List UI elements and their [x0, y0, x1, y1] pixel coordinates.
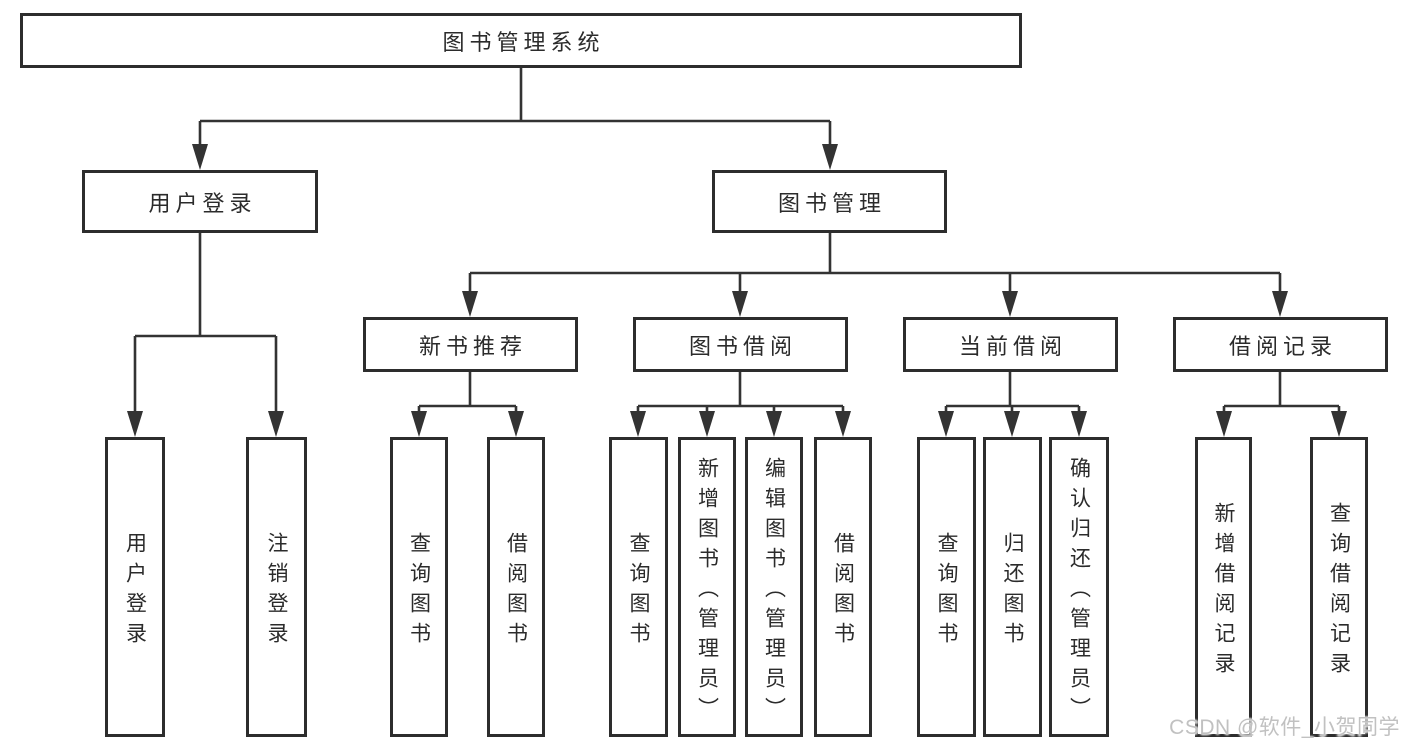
node-borrowing-records: 借阅记录 — [1173, 317, 1388, 372]
arrow-down-icon — [699, 411, 715, 437]
connector-user-login-children — [133, 233, 278, 416]
node-leaf-user-login: 用户登录 — [105, 437, 165, 737]
connector-book-borrow-children — [636, 372, 845, 416]
connector-book-mgmt-children — [468, 233, 1282, 295]
arrow-down-icon — [1216, 411, 1232, 437]
arrow-down-icon — [268, 411, 284, 437]
node-leaf-edit-book-admin: 编辑图书（管理员） — [745, 437, 803, 737]
node-user-login: 用户登录 — [82, 170, 318, 233]
arrow-down-icon — [938, 411, 954, 437]
connector-new-book-children — [417, 372, 518, 416]
arrow-down-icon — [462, 291, 478, 317]
node-leaf-borrow-books: 借阅图书 — [487, 437, 545, 737]
node-leaf-query-books: 查询图书 — [609, 437, 668, 737]
csdn-watermark: CSDN @软件_小贺同学 — [1169, 716, 1400, 739]
connector-root-to-level2 — [198, 68, 832, 150]
connector-current-borrow-children — [944, 372, 1081, 416]
node-leaf-borrow-books: 借阅图书 — [814, 437, 872, 737]
arrow-down-icon — [1331, 411, 1347, 437]
arrow-down-icon — [822, 144, 838, 170]
arrow-down-icon — [192, 144, 208, 170]
node-book-management: 图书管理 — [712, 170, 947, 233]
node-leaf-add-book-admin: 新增图书（管理员） — [678, 437, 736, 737]
node-current-borrowing: 当前借阅 — [903, 317, 1118, 372]
arrow-down-icon — [1002, 291, 1018, 317]
node-leaf-logout: 注销登录 — [246, 437, 307, 737]
node-leaf-return-book: 归还图书 — [983, 437, 1042, 737]
arrow-down-icon — [411, 411, 427, 437]
node-book-borrowing: 图书借阅 — [633, 317, 848, 372]
node-leaf-query-books: 查询图书 — [390, 437, 448, 737]
node-new-book-recommendation: 新书推荐 — [363, 317, 578, 372]
arrow-down-icon — [766, 411, 782, 437]
arrow-down-icon — [1272, 291, 1288, 317]
connector-borrow-record-children — [1222, 372, 1341, 416]
arrow-down-icon — [1004, 411, 1020, 437]
node-leaf-query-borrow-record: 查询借阅记录 — [1310, 437, 1368, 737]
arrow-down-icon — [630, 411, 646, 437]
arrow-down-icon — [1071, 411, 1087, 437]
arrow-down-icon — [732, 291, 748, 317]
arrow-down-icon — [835, 411, 851, 437]
arrow-down-icon — [508, 411, 524, 437]
node-leaf-query-books: 查询图书 — [917, 437, 976, 737]
arrowheads — [127, 144, 1347, 437]
node-leaf-add-borrow-record: 新增借阅记录 — [1195, 437, 1252, 737]
node-library-management-system: 图书管理系统 — [20, 13, 1022, 68]
arrow-down-icon — [127, 411, 143, 437]
node-leaf-confirm-return-admin: 确认归还（管理员） — [1049, 437, 1109, 737]
